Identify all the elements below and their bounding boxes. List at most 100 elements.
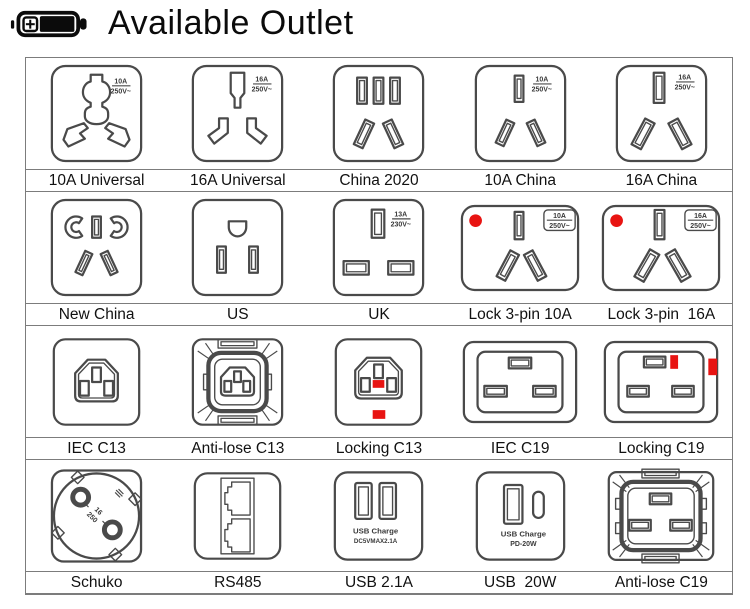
rj45-port: [224, 480, 252, 516]
outlet-usb-20w-figure: USB Charge PD-20W: [475, 470, 565, 561]
label-row-3: IEC C13 Anti-lose C13 Locking C13 IEC C1…: [26, 437, 732, 460]
outlet-label: Anti-lose C19: [614, 573, 708, 591]
outlet-label: Lock 3-pin 10A: [468, 305, 572, 323]
outlet-cell-schuko: 16 250: [26, 460, 167, 571]
outlet-new-china-figure: [50, 198, 143, 297]
rating-text: 10A: [535, 76, 548, 83]
outlet-label: Lock 3-pin 16A: [607, 305, 716, 323]
locking-tab: [373, 379, 385, 388]
outlet-label: China 2020: [339, 171, 419, 189]
outlet-16a-china-figure: 16A 250V~: [615, 64, 708, 163]
outlet-locking-c19-figure: [604, 340, 719, 423]
outlet-cell-16a-universal: 16A 250V~: [167, 58, 308, 169]
outlet-cell-uk: 13A 230V~: [308, 192, 449, 303]
rating-text: 16A: [256, 76, 269, 83]
outlet-label: IEC C13: [67, 439, 126, 457]
outlet-cell-10a-china: 10A 250V~: [450, 58, 591, 169]
usb-caption: DC5VMAX2.1A: [354, 538, 398, 545]
outlet-10a-universal-figure: 10A 250V~: [50, 64, 143, 163]
outlet-iec-c19-figure: [462, 340, 578, 423]
rating-text: 10A: [553, 213, 566, 220]
outlet-rs485-figure: [193, 471, 282, 560]
lock-indicator-dot: [610, 213, 624, 227]
outlet-iec-c13-figure: [52, 337, 141, 426]
outlet-label: 16A China: [625, 171, 698, 189]
outlet-cell-locking-c19: [591, 326, 732, 437]
locking-tab: [670, 354, 679, 369]
outlet-cell-new-china: [26, 192, 167, 303]
outlet-cell-iec-c13: [26, 326, 167, 437]
usb-caption: PD-20W: [510, 541, 537, 548]
outlet-label: Anti-lose C13: [191, 439, 285, 457]
outlet-anti-lose-c13-figure: [192, 337, 284, 426]
outlet-cell-rs485: [167, 460, 308, 571]
outlet-cell-anti-lose-c13: [167, 326, 308, 437]
outlet-label: Schuko: [70, 573, 123, 591]
image-row-4: 16 250: [26, 460, 732, 571]
rj45-port: [224, 517, 252, 553]
voltage-text: 250V~: [531, 87, 551, 94]
voltage-text: 250V~: [252, 87, 272, 94]
outlet-us-figure: [192, 198, 284, 297]
outlet-label: RS485: [214, 573, 262, 591]
outlet-cell-usb-2-1a: USB Charge DC5VMAX2.1A: [308, 460, 449, 571]
outlet-label: New China: [58, 305, 135, 323]
label-row-4: Schuko RS485 USB 2.1A USB 20W Anti-lose …: [26, 571, 732, 594]
rating-text: 10A: [114, 78, 127, 85]
outlet-label: US: [227, 305, 249, 323]
outlet-usb-2-1a-figure: USB Charge DC5VMAX2.1A: [334, 470, 424, 561]
outlet-label: USB 2.1A: [344, 573, 414, 591]
outlet-cell-us: [167, 192, 308, 303]
voltage-text: 250V~: [549, 222, 569, 229]
rating-text: 16A: [678, 75, 691, 82]
outlet-cell-china-2020: [308, 58, 449, 169]
rating-text: 13A: [395, 211, 408, 218]
outlet-label: IEC C19: [490, 439, 550, 457]
outlet-16a-universal-figure: 16A 250V~: [192, 64, 284, 163]
usb-caption: USB Charge: [353, 526, 399, 535]
usb-a-port: [378, 481, 398, 520]
outlet-uk-figure: 13A 230V~: [333, 198, 425, 297]
outlet-label: 10A China: [484, 171, 556, 189]
earth-mark: [114, 488, 124, 498]
outlet-label: 16A Universal: [189, 171, 286, 189]
outlet-label: USB 20W: [484, 573, 557, 591]
outlet-lock-3pin-16a-figure: 16A 250V~: [602, 204, 721, 291]
image-row-3: [26, 326, 732, 437]
label-row-1: 10A Universal 16A Universal China 2020 1…: [26, 169, 732, 192]
outlet-lock-3pin-10a-figure: 10A 250V~: [460, 204, 580, 291]
usb-a-port: [502, 483, 524, 525]
locking-tab: [373, 409, 386, 419]
locking-tab: [708, 358, 718, 375]
outlet-cell-iec-c19: [450, 326, 591, 437]
outlet-10a-china-figure: 10A 250V~: [474, 64, 566, 163]
outlet-label: Locking C13: [335, 439, 423, 457]
outlet-cell-10a-universal: 10A 250V~: [26, 58, 167, 169]
outlet-anti-lose-c19-figure: [608, 467, 715, 564]
outlet-label: 10A Universal: [48, 171, 145, 189]
usb-caption: USB Charge: [500, 529, 546, 538]
rating-text: 16: [93, 505, 104, 516]
lock-indicator-dot: [469, 213, 483, 227]
voltage-text: 250V~: [691, 222, 711, 229]
image-row-1: 10A 250V~ 16A 250V~: [26, 58, 732, 169]
voltage-text: 250V~: [111, 89, 131, 96]
outlet-catalog-table: 10A 250V~ 16A 250V~: [25, 57, 733, 595]
outlet-locking-c13-figure: [335, 337, 423, 426]
outlet-label: UK: [368, 305, 390, 323]
outlet-schuko-figure: 16 250: [50, 468, 143, 563]
outlet-label: Locking C19: [618, 439, 705, 457]
rating-text: 16A: [694, 213, 707, 220]
usb-c-port: [531, 490, 545, 519]
outlet-cell-lock-3pin-16a: 16A 250V~: [591, 192, 732, 303]
outlet-china-2020-figure: [333, 64, 425, 163]
outlet-cell-16a-china: 16A 250V~: [591, 58, 732, 169]
page-header: Available Outlet: [10, 4, 354, 43]
outlet-cell-locking-c13: [308, 326, 449, 437]
voltage-text: 230V~: [391, 222, 411, 229]
battery-icon: [10, 10, 87, 37]
outlet-cell-lock-3pin-10a: 10A 250V~: [450, 192, 591, 303]
outlet-cell-anti-lose-c19: [591, 460, 732, 571]
outlet-cell-usb-20w: USB Charge PD-20W: [450, 460, 591, 571]
page-title: Available Outlet: [108, 4, 354, 42]
